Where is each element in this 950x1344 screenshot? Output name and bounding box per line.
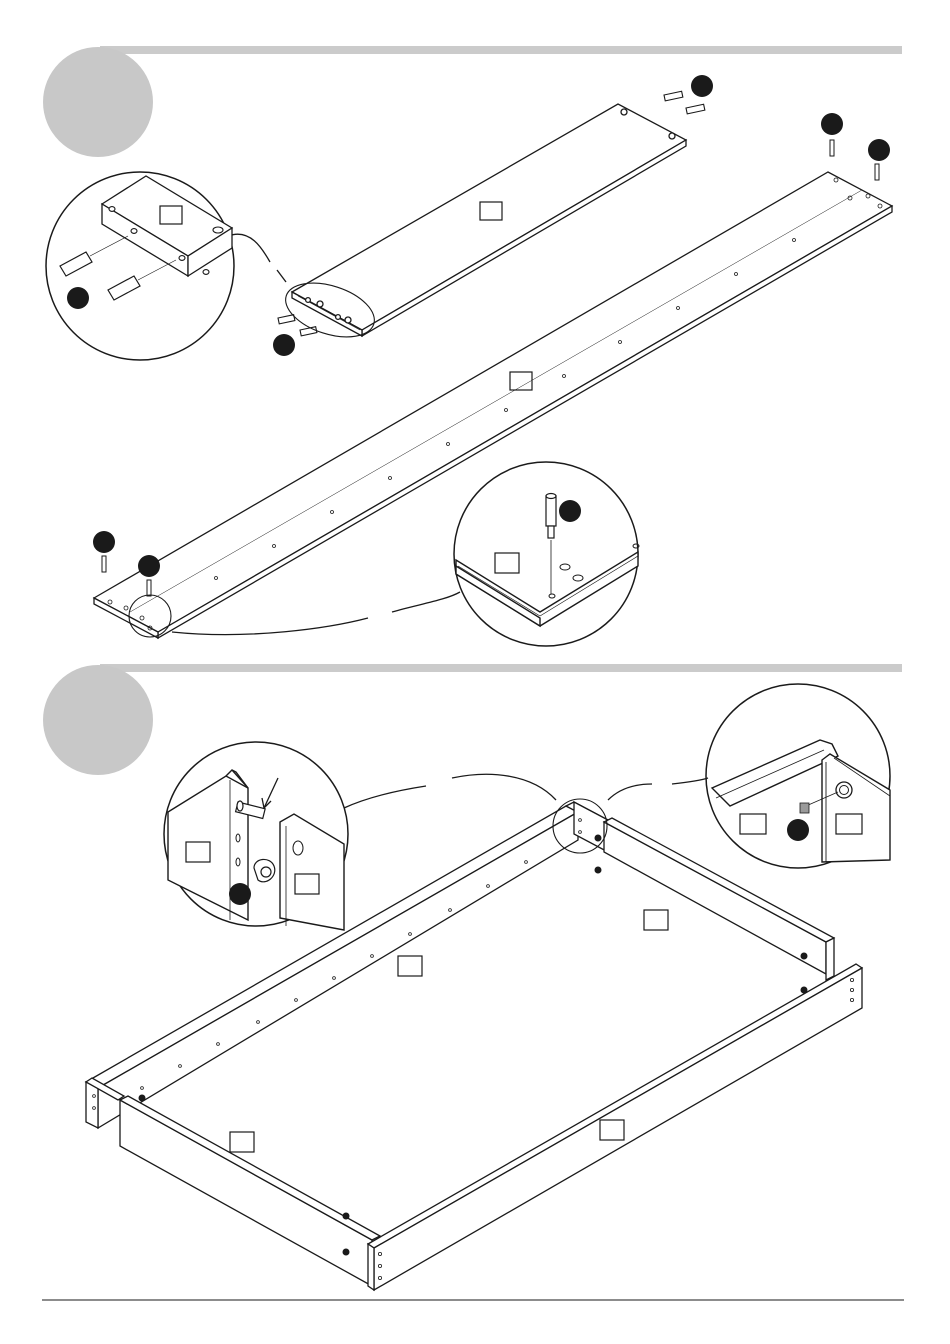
hardware-callout-dot [273, 334, 295, 356]
hardware-callout-dot [67, 287, 89, 309]
hardware-callout-dot [138, 555, 160, 577]
hardware-callout-dot [559, 500, 581, 522]
hardware-callout-dot [787, 819, 809, 841]
hardware-callout-dot [868, 139, 890, 161]
detail-view-dowels [46, 172, 286, 360]
hardware-callout-dot [691, 75, 713, 97]
step-1 [43, 46, 902, 646]
hardware-callout-dot [93, 531, 115, 553]
hardware-callout-dot [229, 883, 251, 905]
part-label [398, 956, 422, 976]
step-2-number-circle [43, 665, 153, 775]
step-1-header-bar [100, 46, 902, 54]
step-2 [43, 664, 902, 1290]
step-2-header-bar [100, 664, 902, 672]
short-board-dowels-bottom [278, 315, 317, 336]
detail-view-cam-lock [164, 742, 556, 930]
hardware-callout-dot [821, 113, 843, 135]
part-label [230, 1132, 254, 1152]
part-label [644, 910, 668, 930]
step-1-number-circle [43, 47, 153, 157]
